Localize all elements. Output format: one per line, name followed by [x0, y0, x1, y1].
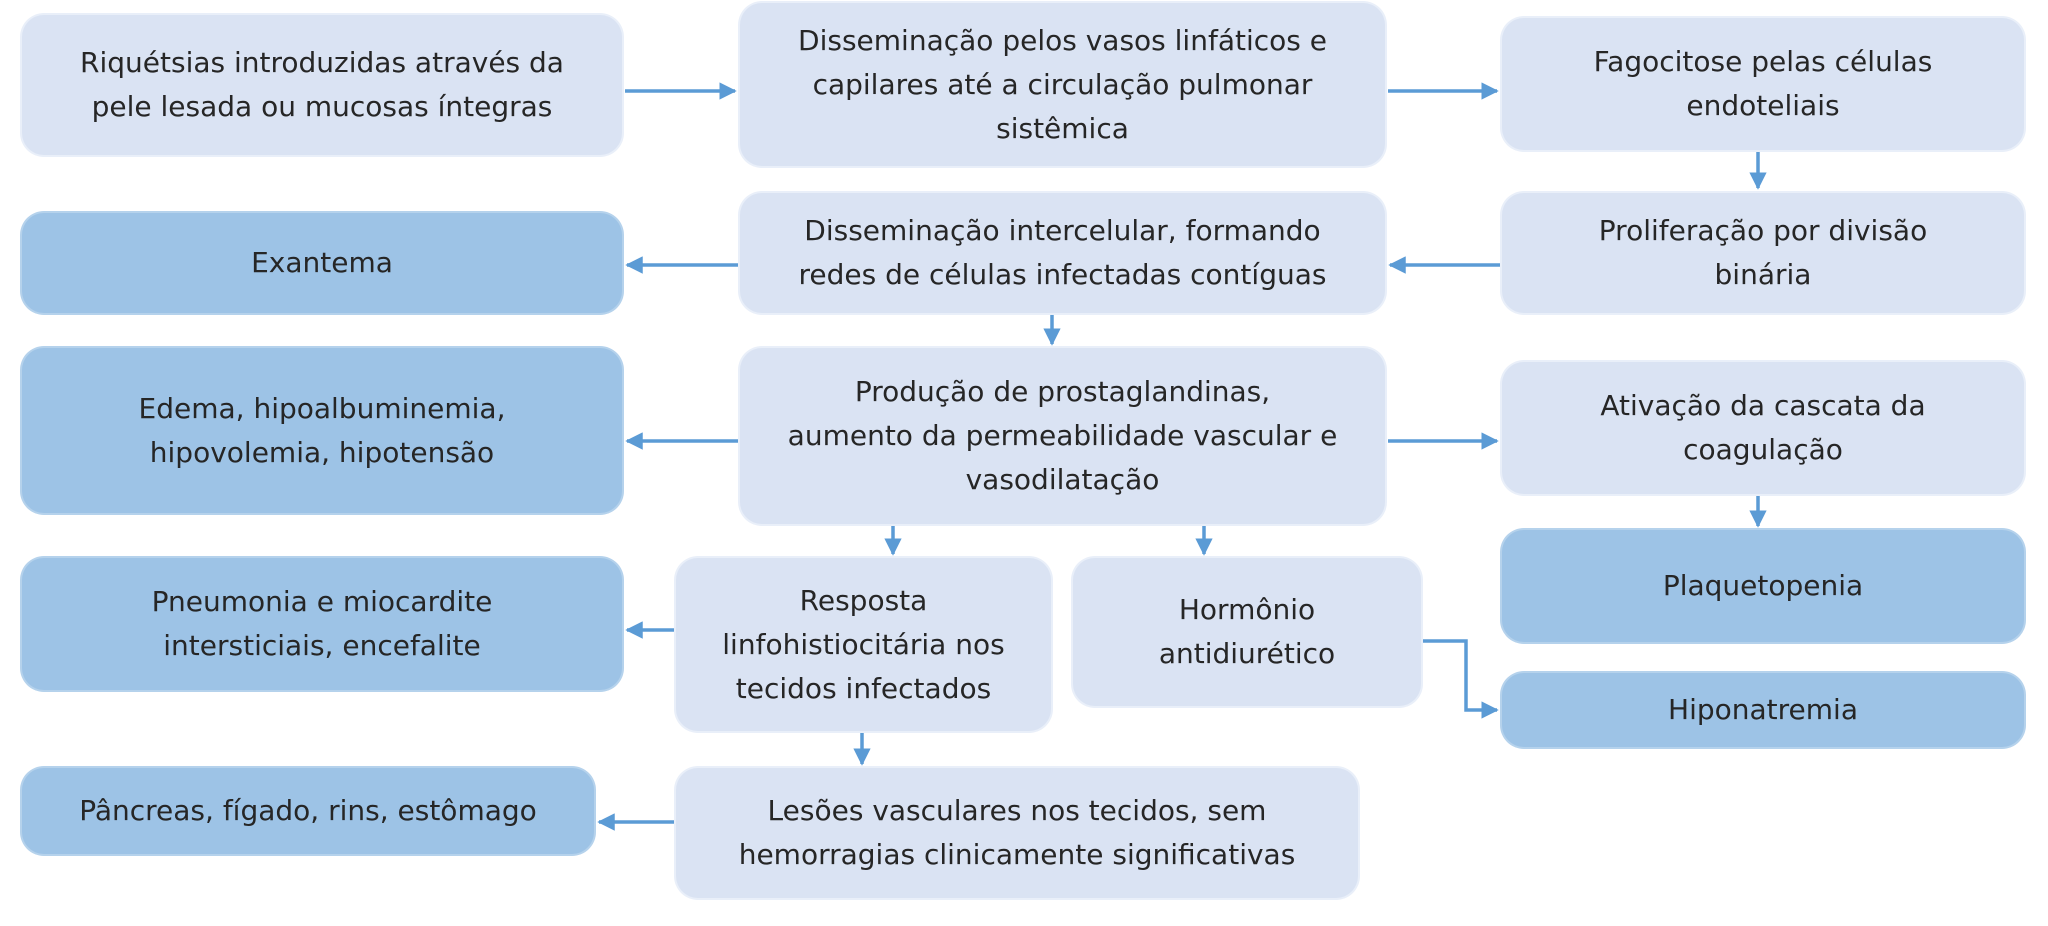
node-text-line: tecidos infectados	[735, 671, 992, 705]
node-text-line: Exantema	[251, 246, 393, 279]
node-fagocitose: Fagocitose pelas células endoteliais	[1502, 18, 2024, 150]
node-text-line: Hiponatremia	[1668, 693, 1858, 726]
node-text-line: pele lesada ou mucosas íntegras	[91, 90, 553, 123]
node-text-line: Disseminação pelos vasos linfáticos e	[798, 23, 1327, 57]
node-text-line: capilares até a circulação pulmonar	[812, 67, 1313, 101]
node-text-line: Hormônio	[1178, 593, 1316, 626]
node-edema: Edema, hipoalbuminemia, hipovolemia, hipo…	[22, 348, 622, 513]
node-text-line: hemorragias clinicamente significativas	[738, 838, 1296, 871]
node-hormonio-antidiuretico: Hormônio antidiurético	[1073, 558, 1421, 706]
node-text-line: vasodilatação	[965, 463, 1160, 496]
node-pancreas-figado-rins-estomago: Pâncreas, fígado, rins, estômago	[22, 768, 594, 854]
node-prostaglandinas: Produção de prostaglandinas, aumento da p…	[740, 348, 1385, 524]
node-text-line: Pneumonia e miocardite	[151, 585, 493, 618]
node-text-line: binária	[1714, 258, 1812, 291]
node-riquetsias: Riquétsias introduzidas através da pele l…	[22, 15, 622, 155]
node-text-line: redes de células infectadas contíguas	[798, 258, 1327, 291]
node-text-line: Edema, hipoalbuminemia,	[138, 391, 506, 425]
node-text-line: intersticiais, encefalite	[163, 629, 481, 662]
node-text-line: Produção de prostaglandinas,	[854, 375, 1271, 408]
arrow-hormonio-to-hiponatremia	[1421, 639, 1499, 719]
node-text-line: linfohistiocitária nos	[722, 627, 1005, 661]
node-text-line: antidiurético	[1158, 637, 1336, 670]
node-disseminacao-linfatica: Disseminação pelos vasos linfáticos e cap…	[740, 3, 1385, 166]
node-text-line: Lesões vasculares nos tecidos, sem	[767, 794, 1267, 827]
node-plaquetopenia: Plaquetopenia	[1502, 530, 2024, 642]
node-hiponatremia: Hiponatremia	[1502, 673, 2024, 747]
node-pneumonia: Pneumonia e miocardite intersticiais, enc…	[22, 558, 622, 690]
node-text-line: hipovolemia, hipotensão	[149, 435, 495, 469]
node-text-line: Proliferação por divisão	[1598, 214, 1928, 247]
node-lesoes-vasculares: Lesões vasculares nos tecidos, sem hemorr…	[676, 768, 1358, 898]
node-text-line: Ativação da cascata da	[1600, 389, 1926, 422]
node-text-line: endoteliais	[1686, 89, 1840, 122]
node-text-line: Riquétsias introduzidas através da	[80, 46, 564, 79]
node-resposta-linfohistiocitaria: Resposta linfohistiocitária nos tecidos in…	[676, 558, 1051, 731]
node-text-line: sistêmica	[996, 111, 1129, 145]
node-proliferacao: Proliferação por divisão binária	[1502, 193, 2024, 313]
node-text-line: Resposta	[799, 583, 928, 617]
node-exantema: Exantema	[22, 213, 622, 313]
node-ativacao-coagulacao: Ativação da cascata da coagulação	[1502, 362, 2024, 494]
node-text-line: Fagocitose pelas células	[1593, 45, 1933, 78]
node-text-line: coagulação	[1683, 433, 1843, 466]
node-text-line: Pâncreas, fígado, rins, estômago	[79, 794, 537, 827]
node-text-line: Plaquetopenia	[1662, 569, 1864, 602]
node-text-line: aumento da permeabilidade vascular e	[787, 419, 1338, 452]
node-text-line: Disseminação intercelular, formando	[804, 214, 1321, 247]
node-disseminacao-intercelular: Disseminação intercelular, formando redes…	[740, 193, 1385, 313]
